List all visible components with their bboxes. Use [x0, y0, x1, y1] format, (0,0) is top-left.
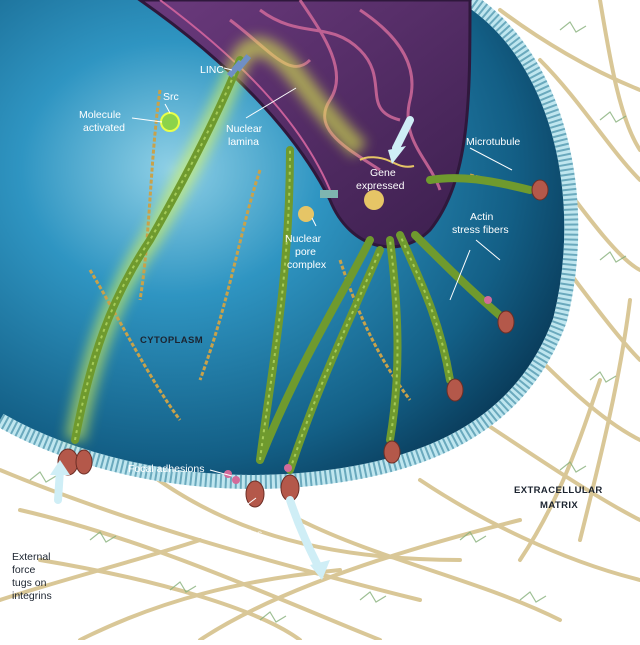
actin-texture: [74, 59, 451, 471]
nuclear-pore: [320, 190, 338, 198]
ecm-fine-fibers: [29, 21, 627, 623]
focal-adhesion-proteins: [224, 296, 492, 484]
label-gene-expressed-2: expressed: [356, 180, 405, 192]
label-nuclear-pore-2: pore: [295, 246, 316, 258]
gene-product: [364, 190, 384, 210]
label-focal-adhesions: Focal adhesions: [128, 463, 204, 475]
label-molecule-activated-1: Molecule: [79, 109, 121, 121]
label-ecm-2: MATRIX: [540, 500, 578, 511]
label-external-force-4: integrins: [12, 590, 52, 602]
label-actin-1: Actin: [470, 211, 494, 223]
label-gene-expressed-1: Gene: [370, 167, 396, 179]
src-molecule: [160, 112, 180, 132]
label-src: Src: [163, 91, 179, 103]
nuclear-envelope: [159, 0, 331, 191]
label-molecule-activated-2: activated: [83, 122, 125, 134]
label-nuclear-lamina-1: Nuclear: [226, 123, 263, 135]
label-external-force-1: External: [12, 551, 51, 563]
gene-arrow: [392, 116, 414, 152]
leader-lines: [131, 67, 513, 511]
label-nuclear-pore-3: complex: [287, 259, 327, 271]
label-actin-2: stress fibers: [452, 224, 509, 236]
nucleus: [137, 0, 472, 249]
label-microtubule: Microtubule: [466, 136, 520, 148]
label-external-force-3: tugs on: [12, 577, 47, 589]
integrins: [57, 179, 549, 508]
label-external-force-2: force: [12, 564, 36, 576]
label-integrins: Integrins: [222, 528, 262, 540]
pore-cargo: [298, 206, 314, 222]
label-nuclear-lamina-2: lamina: [228, 136, 259, 148]
label-cytoplasm: CYTOPLASM: [140, 335, 203, 346]
label-linc: LINC: [200, 64, 224, 76]
label-nuclear-pore-1: Nuclear: [285, 233, 322, 245]
cell-membrane: [0, 0, 579, 489]
label-ecm-1: EXTRACELLULAR: [514, 485, 603, 496]
